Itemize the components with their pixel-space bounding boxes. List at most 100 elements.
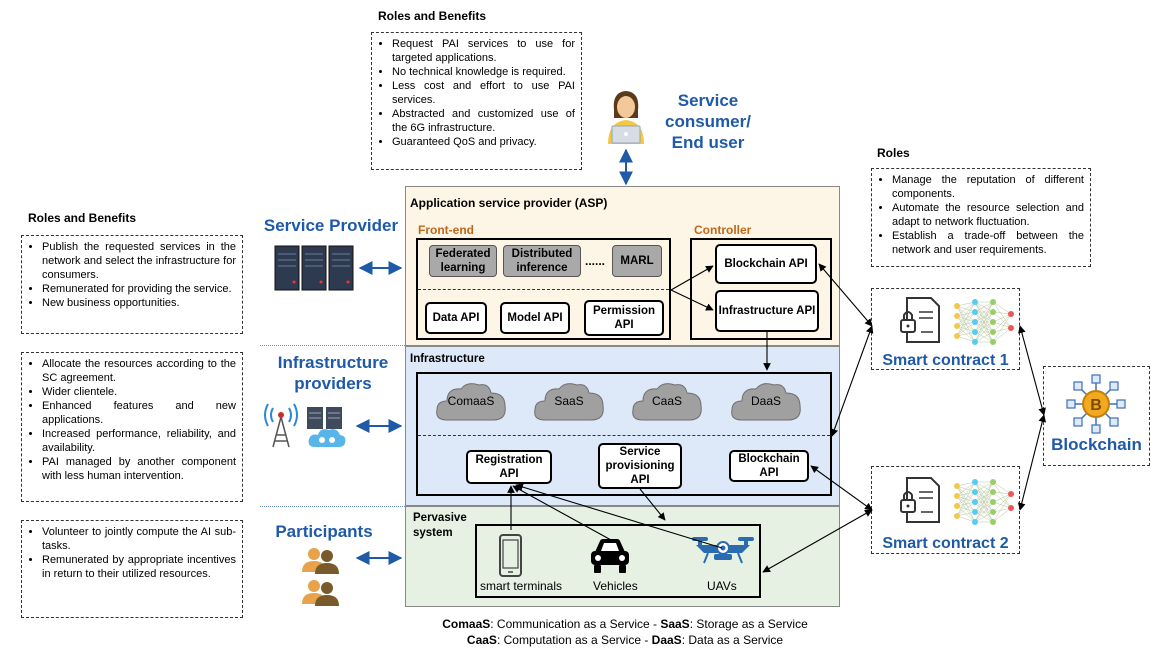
top-benefits-list: Request PAI services to use for targeted… bbox=[372, 33, 581, 153]
cloud-server-icon bbox=[307, 407, 346, 447]
sp-benefits-box: Publish the requested services in the ne… bbox=[21, 235, 243, 334]
smart-contract-2-title: Smart contract 2 bbox=[882, 535, 1009, 552]
legend-caas: CaaS bbox=[466, 633, 497, 647]
cloud-label: DaaS bbox=[750, 394, 782, 408]
participants-benefits-list: Volunteer to jointly compute the AI sub-… bbox=[22, 521, 242, 585]
end-user-icon bbox=[608, 91, 644, 144]
infra-title-line2: providers bbox=[294, 374, 372, 393]
benefit-item: Abstracted and customized use of the 6G … bbox=[392, 107, 575, 135]
service-provider-title: Service Provider bbox=[263, 216, 399, 235]
role-item: Establish a trade-off between the networ… bbox=[892, 229, 1084, 257]
distributed-inference-module: Distributed inference bbox=[503, 245, 581, 277]
benefit-item: Wider clientele. bbox=[42, 385, 236, 399]
separator-line-1 bbox=[260, 345, 405, 346]
vehicles-label: Vehicles bbox=[593, 579, 638, 593]
cloud-icon bbox=[436, 383, 506, 421]
role-item: Manage the reputation of different compo… bbox=[892, 173, 1084, 201]
federated-learning-module: Federated learning bbox=[429, 245, 497, 277]
legend-saas-text: : Storage as a Service bbox=[689, 617, 808, 631]
top-benefits-box: Request PAI services to use for targeted… bbox=[371, 32, 582, 170]
consumer-title-line1: Service bbox=[677, 91, 739, 110]
car-icon bbox=[591, 539, 629, 573]
cloud-comaas: ComaaS bbox=[433, 378, 509, 428]
server-icon bbox=[274, 245, 354, 291]
legend-caas-text: : Computation as a Service - bbox=[496, 633, 652, 647]
drone-icon bbox=[692, 537, 754, 564]
antenna-tower-icon bbox=[264, 403, 298, 448]
benefit-item: No technical knowledge is required. bbox=[392, 65, 575, 79]
cloud-icon bbox=[632, 383, 702, 421]
benefit-item: Enhanced features and new applications. bbox=[42, 399, 236, 427]
benefit-item: Volunteer to jointly compute the AI sub-… bbox=[42, 525, 236, 553]
service-provisioning-api: Service provisioning API bbox=[598, 443, 682, 489]
service-consumer-title: Service consumer/ End user bbox=[662, 90, 754, 153]
controller-infrastructure-api: Infrastructure API bbox=[715, 290, 819, 332]
benefit-item: Publish the requested services in the ne… bbox=[42, 240, 236, 282]
benefit-item: Allocate the resources according to the … bbox=[42, 357, 236, 385]
cloud-icon bbox=[731, 383, 801, 421]
infrastructure-divider bbox=[418, 435, 830, 436]
benefit-item: Remunerated for providing the service. bbox=[42, 282, 236, 296]
uavs-label: UAVs bbox=[707, 579, 737, 593]
pervasive-title-line2: system bbox=[413, 527, 453, 539]
smart-terminals-label: smart terminals bbox=[480, 579, 563, 593]
roles-box: Manage the reputation of different compo… bbox=[871, 168, 1091, 267]
smartphone-icon bbox=[499, 534, 522, 577]
ellipsis-dots: ...... bbox=[585, 254, 606, 268]
top-benefits-title: Roles and Benefits bbox=[378, 9, 487, 23]
frontend-divider bbox=[418, 289, 669, 290]
infrastructure-title: Infrastructure bbox=[410, 353, 485, 365]
legend-comaas-text: : Communication as a Service - bbox=[490, 617, 661, 631]
pervasive-title-line1: Pervasive bbox=[413, 512, 467, 524]
cloud-label: SaaS bbox=[554, 394, 584, 408]
participants-title: Participants bbox=[275, 522, 373, 541]
role-item: Automate the resource selection and adap… bbox=[892, 201, 1084, 229]
contract-network-icon bbox=[900, 297, 1014, 345]
legend-comaas: ComaaS bbox=[442, 617, 491, 631]
blockchain-title: Blockchain bbox=[1051, 435, 1142, 454]
cloud-daas: DaaS bbox=[728, 378, 804, 428]
cloud-label: CaaS bbox=[651, 394, 683, 408]
controller-blockchain-api: Blockchain API bbox=[715, 244, 817, 284]
bitcoin-network-icon: B bbox=[1066, 374, 1126, 434]
benefit-item: PAI managed by another component with le… bbox=[42, 455, 236, 483]
roles-title: Roles bbox=[877, 146, 910, 160]
benefit-item: Request PAI services to use for targeted… bbox=[392, 37, 575, 65]
infrastructure-providers-title: Infrastructure providers bbox=[262, 352, 404, 394]
benefit-item: Increased performance, reliability, and … bbox=[42, 427, 236, 455]
benefit-item: Less cost and effort to use PAI services… bbox=[392, 79, 575, 107]
legend-daas: DaaS bbox=[651, 633, 682, 647]
cloud-icon bbox=[534, 383, 604, 421]
sp-benefits-list: Publish the requested services in the ne… bbox=[22, 236, 242, 314]
benefit-item: Guaranteed QoS and privacy. bbox=[392, 135, 575, 149]
infra-blockchain-api: Blockchain API bbox=[729, 450, 809, 482]
benefit-item: New business opportunities. bbox=[42, 296, 236, 310]
participants-benefits-box: Volunteer to jointly compute the AI sub-… bbox=[21, 520, 243, 618]
smart-contract-1-title: Smart contract 1 bbox=[882, 352, 1009, 369]
svg-text:B: B bbox=[1090, 397, 1102, 414]
infra-title-line1: Infrastructure bbox=[277, 353, 389, 372]
legend-daas-text: : Data as a Service bbox=[681, 633, 784, 647]
contract-network-icon bbox=[900, 477, 1014, 525]
consumer-title-line2: consumer/ bbox=[665, 112, 751, 131]
legend-line-1: ComaaS: Communication as a Service - Saa… bbox=[400, 617, 850, 631]
data-api: Data API bbox=[425, 302, 487, 334]
marl-module: MARL bbox=[612, 245, 662, 277]
controller-label: Controller bbox=[694, 223, 752, 237]
ip-benefits-list: Allocate the resources according to the … bbox=[22, 353, 242, 487]
cloud-label: ComaaS bbox=[447, 394, 495, 408]
permission-api: Permission API bbox=[584, 300, 664, 336]
separator-line-2 bbox=[260, 506, 405, 507]
roles-list: Manage the reputation of different compo… bbox=[872, 169, 1090, 261]
participants-icon bbox=[302, 548, 339, 606]
legend-line-2: CaaS: Computation as a Service - DaaS: D… bbox=[400, 633, 850, 647]
cloud-caas: CaaS bbox=[629, 378, 705, 428]
registration-api: Registration API bbox=[466, 450, 552, 484]
sp-benefits-title: Roles and Benefits bbox=[28, 211, 137, 225]
model-api: Model API bbox=[500, 302, 570, 334]
cloud-saas: SaaS bbox=[531, 378, 607, 428]
consumer-title-line3: End user bbox=[671, 133, 745, 152]
frontend-label: Front-end bbox=[418, 223, 474, 237]
benefit-item: Remunerated by appropriate incentives in… bbox=[42, 553, 236, 581]
legend-saas: SaaS bbox=[660, 617, 690, 631]
